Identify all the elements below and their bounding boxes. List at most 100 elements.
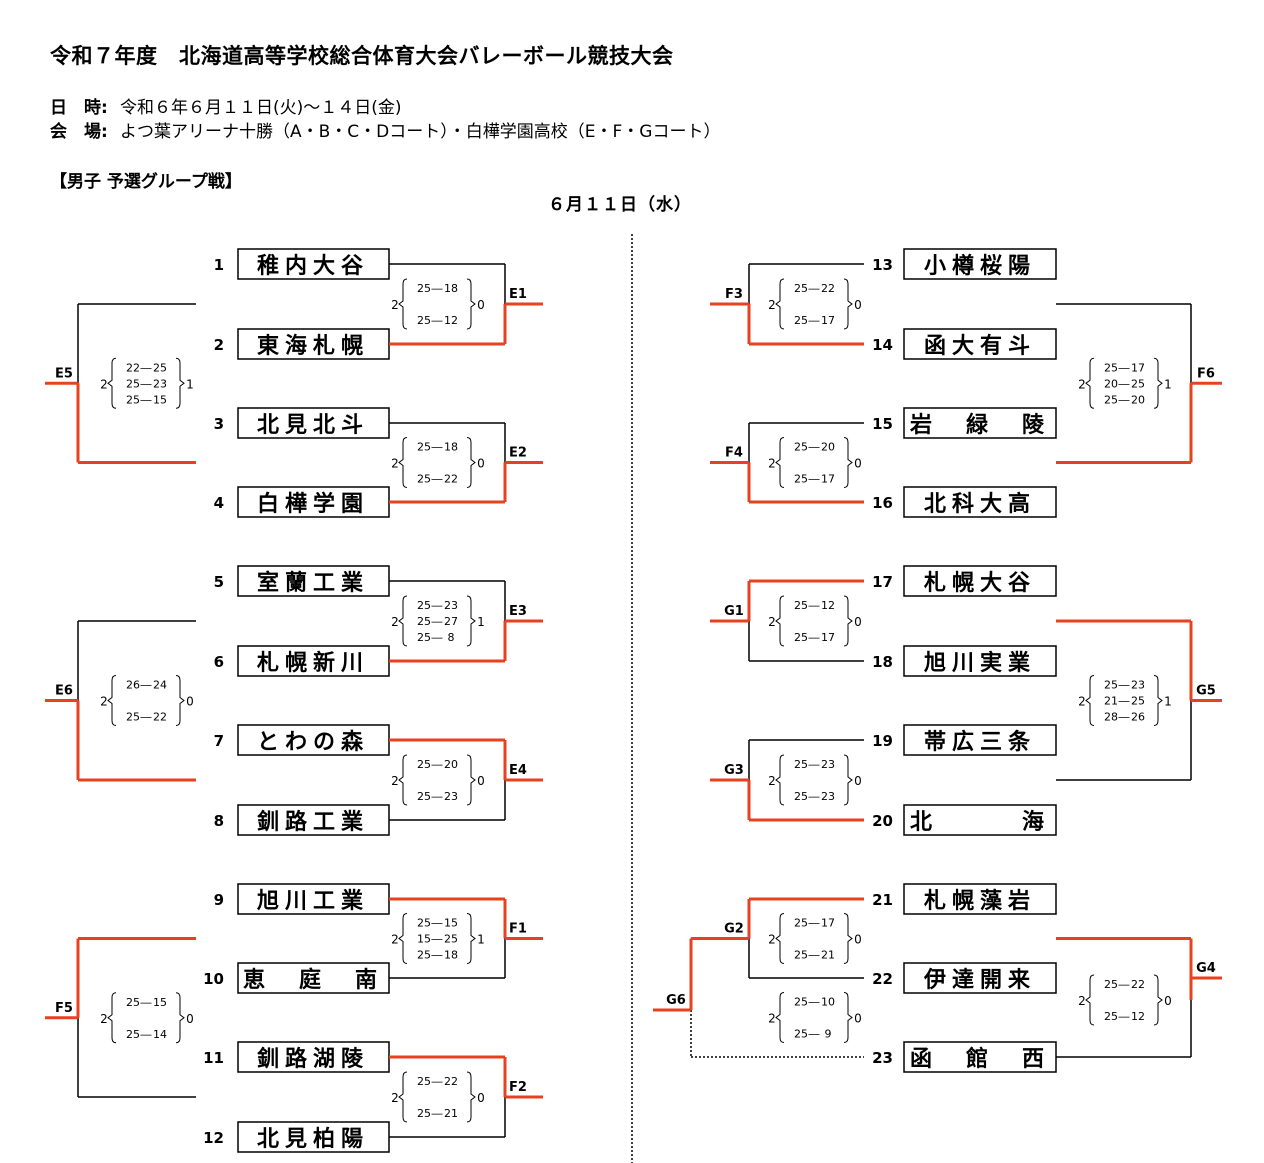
team-number: 7 bbox=[214, 732, 224, 750]
sets-won: 2 bbox=[768, 615, 776, 629]
match-id: E5 bbox=[55, 366, 73, 381]
page-title: 令和７年度 北海道高等学校総合体育大会バレーボール競技大会 bbox=[50, 44, 674, 68]
score-brace bbox=[175, 992, 185, 1044]
score-brace bbox=[775, 278, 785, 330]
score-brace bbox=[775, 913, 785, 964]
set-score: 25 bbox=[417, 790, 431, 803]
set-score: 25 bbox=[794, 631, 808, 644]
set-score: 25 bbox=[417, 917, 431, 930]
match-id: E4 bbox=[509, 763, 527, 778]
match-id: F1 bbox=[509, 922, 527, 937]
set-dash: ― bbox=[141, 711, 152, 724]
sets-won: 2 bbox=[1078, 994, 1086, 1008]
score-brace bbox=[175, 357, 185, 409]
team-number: 12 bbox=[203, 1129, 224, 1147]
set-dash: ― bbox=[809, 758, 820, 771]
sets-won: 2 bbox=[768, 774, 776, 788]
set-score: 25 bbox=[126, 1028, 140, 1041]
set-score: 25 bbox=[1104, 1010, 1118, 1023]
set-dash: ― bbox=[432, 473, 443, 486]
team-name: 札幌新川 bbox=[256, 650, 369, 676]
set-dash: ― bbox=[809, 282, 820, 295]
score-brace bbox=[775, 754, 785, 806]
set-score: 25 bbox=[794, 996, 808, 1009]
sets-won: 2 bbox=[391, 457, 399, 471]
match-id: E3 bbox=[509, 604, 527, 619]
score-brace bbox=[466, 1071, 476, 1123]
team-name: 岩 緑 陵 bbox=[909, 412, 1050, 438]
score-brace bbox=[843, 992, 853, 1043]
sets-lost: 0 bbox=[186, 695, 194, 709]
set-dash: ― bbox=[1119, 695, 1130, 708]
team-name: 函 館 西 bbox=[910, 1046, 1050, 1072]
set-dash: ― bbox=[432, 758, 443, 771]
team-number: 11 bbox=[203, 1049, 224, 1067]
team-number: 16 bbox=[872, 494, 893, 512]
team-number: 13 bbox=[872, 256, 893, 274]
set-dash: ― bbox=[809, 599, 820, 612]
sets-won: 2 bbox=[768, 298, 776, 312]
team-number: 1 bbox=[214, 256, 224, 274]
set-dash: ― bbox=[432, 631, 443, 644]
team-box bbox=[237, 565, 390, 597]
team-number: 15 bbox=[872, 415, 893, 433]
team-name: 室蘭工業 bbox=[257, 570, 369, 596]
team-name: 北見柏陽 bbox=[257, 1126, 369, 1152]
team-name: 北科大高 bbox=[924, 491, 1036, 517]
set-score: 25 bbox=[794, 790, 808, 803]
match-id: G2 bbox=[724, 922, 744, 937]
set-score: 25 bbox=[417, 615, 431, 628]
sets-lost: 0 bbox=[477, 298, 485, 312]
sets-won: 2 bbox=[1078, 695, 1086, 709]
score-brace bbox=[107, 992, 117, 1044]
set-dash: ― bbox=[432, 1075, 443, 1088]
team-number: 21 bbox=[872, 891, 893, 909]
team-name: 帯広三条 bbox=[924, 729, 1036, 755]
set-score: 25 bbox=[794, 473, 808, 486]
venue-line: 会 場:よつ葉アリーナ十勝（A・B・C・Dコート）・白樺学園高校（E・F・Gコー… bbox=[50, 117, 720, 142]
set-score: 25 bbox=[417, 1107, 431, 1120]
match-day: ６月１１日（水） bbox=[548, 195, 692, 215]
score-brace bbox=[775, 595, 785, 647]
team-box bbox=[903, 565, 1057, 597]
set-score: 17 bbox=[821, 631, 835, 644]
score-brace bbox=[1085, 675, 1095, 726]
team-number: 5 bbox=[214, 573, 224, 591]
set-dash: ― bbox=[1119, 377, 1130, 390]
sets-won: 2 bbox=[768, 933, 776, 947]
score-brace bbox=[775, 437, 785, 488]
team-box bbox=[237, 328, 390, 360]
set-dash: ― bbox=[432, 599, 443, 612]
set-score: 23 bbox=[1131, 679, 1145, 692]
set-score: 12 bbox=[1131, 1010, 1145, 1023]
set-dash: ― bbox=[141, 679, 152, 692]
sets-won: 2 bbox=[100, 377, 108, 391]
set-score: 10 bbox=[821, 996, 835, 1009]
set-score: 25 bbox=[417, 314, 431, 327]
set-score: 25 bbox=[794, 441, 808, 454]
set-score: 24 bbox=[153, 679, 167, 692]
set-score: 20 bbox=[821, 441, 835, 454]
sets-won: 2 bbox=[1078, 377, 1086, 391]
sets-lost: 0 bbox=[477, 1091, 485, 1105]
set-dash: ― bbox=[432, 1107, 443, 1120]
team-number: 19 bbox=[872, 732, 893, 750]
match-id: F6 bbox=[1197, 366, 1215, 381]
set-dash: ― bbox=[432, 917, 443, 930]
set-score: 23 bbox=[153, 377, 167, 390]
set-dash: ― bbox=[809, 473, 820, 486]
set-score: 27 bbox=[444, 615, 458, 628]
set-score: 17 bbox=[1131, 361, 1145, 374]
set-score: 25 bbox=[794, 949, 808, 962]
set-score: 25 bbox=[794, 314, 808, 327]
sets-won: 2 bbox=[100, 695, 108, 709]
sets-lost: 0 bbox=[477, 457, 485, 471]
team-name: 北 海 bbox=[910, 809, 1050, 835]
set-dash: ― bbox=[809, 949, 820, 962]
team-name: とわの森 bbox=[257, 729, 369, 755]
set-score: 20 bbox=[1104, 377, 1118, 390]
set-score: 18 bbox=[444, 282, 458, 295]
team-number: 22 bbox=[872, 970, 893, 988]
set-score: 26 bbox=[1131, 711, 1145, 724]
score-brace bbox=[1085, 357, 1095, 409]
